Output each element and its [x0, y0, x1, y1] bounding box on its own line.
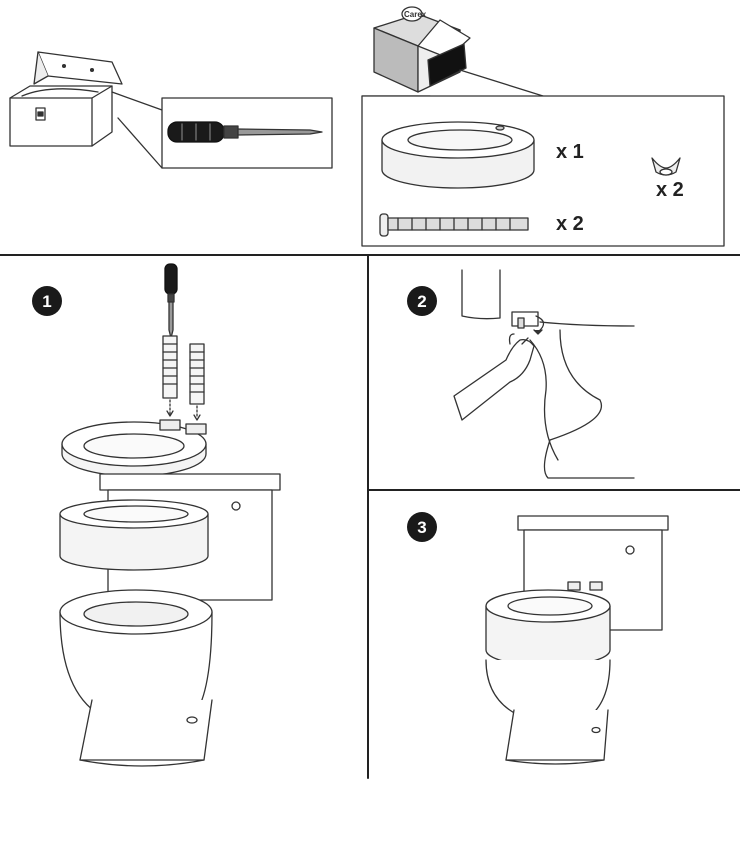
box-brand-label: Carex	[404, 10, 427, 19]
step-1-seat-icon	[61, 419, 207, 477]
step-1-bolts-icon	[162, 335, 205, 421]
step-1-toilet-icon	[59, 473, 281, 767]
riser-ring-icon	[381, 121, 535, 189]
riser-quantity: x 1	[556, 141, 584, 163]
step-2-badge: 2	[407, 286, 437, 316]
callout-line	[117, 117, 163, 169]
product-box-icon: Carex	[373, 6, 471, 93]
callout-line	[459, 69, 544, 97]
toolbox-icon	[9, 51, 123, 147]
step-1-number: 1	[42, 292, 51, 311]
bolt-icon	[379, 213, 529, 237]
step-3-number: 3	[417, 518, 426, 537]
screwdriver-icon	[167, 121, 323, 143]
wing-nut-icon	[651, 157, 681, 176]
step-3-toilet-icon	[485, 515, 669, 765]
step-1-badge: 1	[32, 286, 62, 316]
step-2-closeup-icon	[453, 269, 635, 479]
callout-line	[111, 91, 163, 111]
step-1-screwdriver-icon	[164, 263, 178, 339]
step-2-number: 2	[417, 292, 426, 311]
wing-nut-quantity: x 2	[656, 179, 684, 201]
bolt-quantity: x 2	[556, 213, 584, 235]
step-3-badge: 3	[407, 512, 437, 542]
